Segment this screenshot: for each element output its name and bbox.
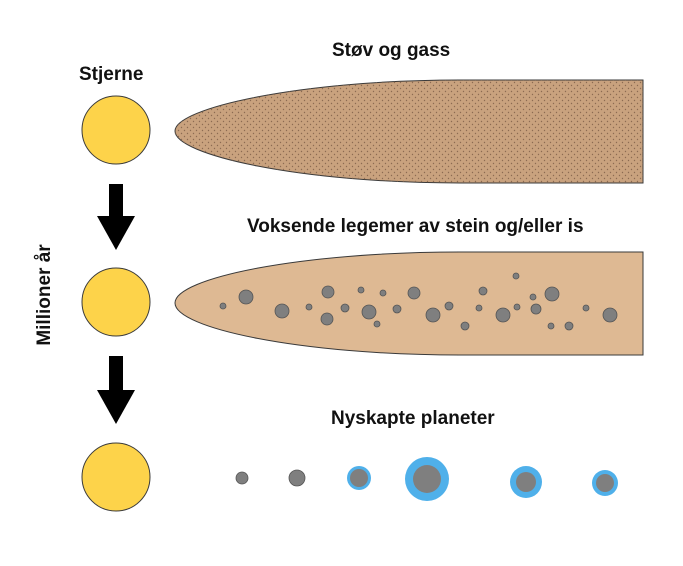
dust-gas-label: Støv og gass bbox=[332, 40, 451, 61]
star-1 bbox=[81, 95, 151, 165]
planet-2 bbox=[288, 469, 306, 487]
star-label: Stjerne bbox=[79, 64, 144, 85]
planet-6 bbox=[596, 474, 614, 492]
planet-5 bbox=[516, 472, 536, 492]
down-arrow-icon bbox=[97, 184, 135, 250]
down-arrow-icon bbox=[97, 356, 135, 424]
new-planets bbox=[235, 457, 618, 501]
planet-3 bbox=[350, 469, 368, 487]
star-3 bbox=[81, 442, 151, 512]
star-2 bbox=[81, 267, 151, 337]
new-planets-label: Nyskapte planeter bbox=[331, 408, 495, 429]
planet-4 bbox=[413, 465, 441, 493]
growing-bodies-disk bbox=[174, 251, 644, 356]
planet-1 bbox=[235, 471, 249, 485]
rock-bodies bbox=[219, 272, 618, 331]
growing-bodies-label: Voksende legemer av stein og/eller is bbox=[247, 216, 584, 237]
dust-gas-disk bbox=[174, 79, 644, 184]
time-axis-label: Millioner år bbox=[34, 244, 55, 346]
